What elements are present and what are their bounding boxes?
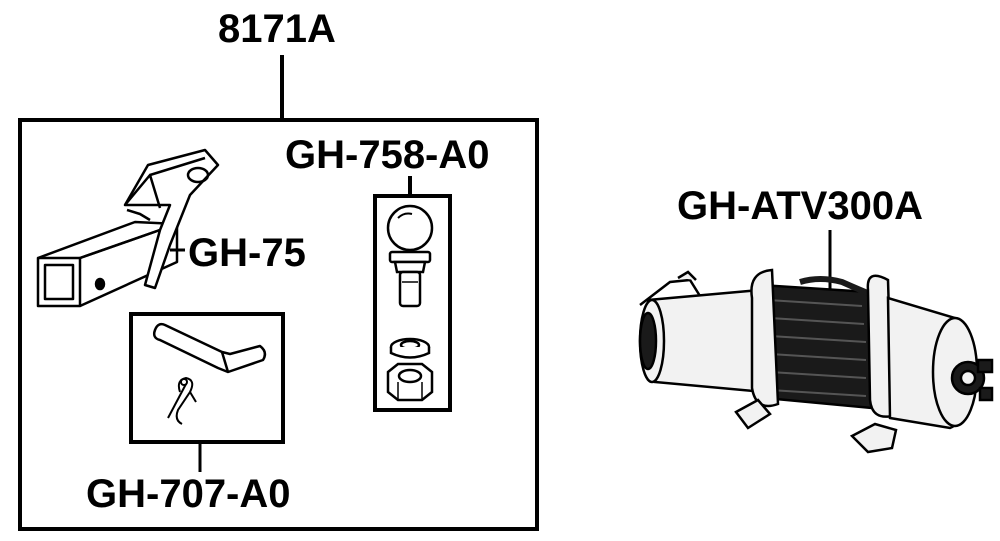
receiver-label: GH-75: [188, 231, 306, 275]
winch-drawing: [638, 268, 994, 454]
ball-assembly-box: [373, 194, 452, 412]
hitch-ball-drawing: [386, 204, 434, 308]
pin-and-clip-label: GH-707-A0: [86, 472, 291, 516]
kit-part-number-label: 8171A: [218, 7, 336, 51]
receiver-hitch-drawing: [36, 148, 220, 308]
pin-and-clip-box: [129, 312, 285, 444]
hex-nut-drawing: [386, 362, 434, 402]
winch-label: GH-ATV300A: [677, 184, 923, 228]
kit-box: [18, 118, 539, 531]
hitch-pin-drawing: [152, 322, 267, 374]
ball-assembly-label: GH-758-A0: [285, 133, 490, 177]
hitch-clip-drawing: [167, 376, 197, 425]
lock-washer-drawing: [389, 337, 431, 359]
